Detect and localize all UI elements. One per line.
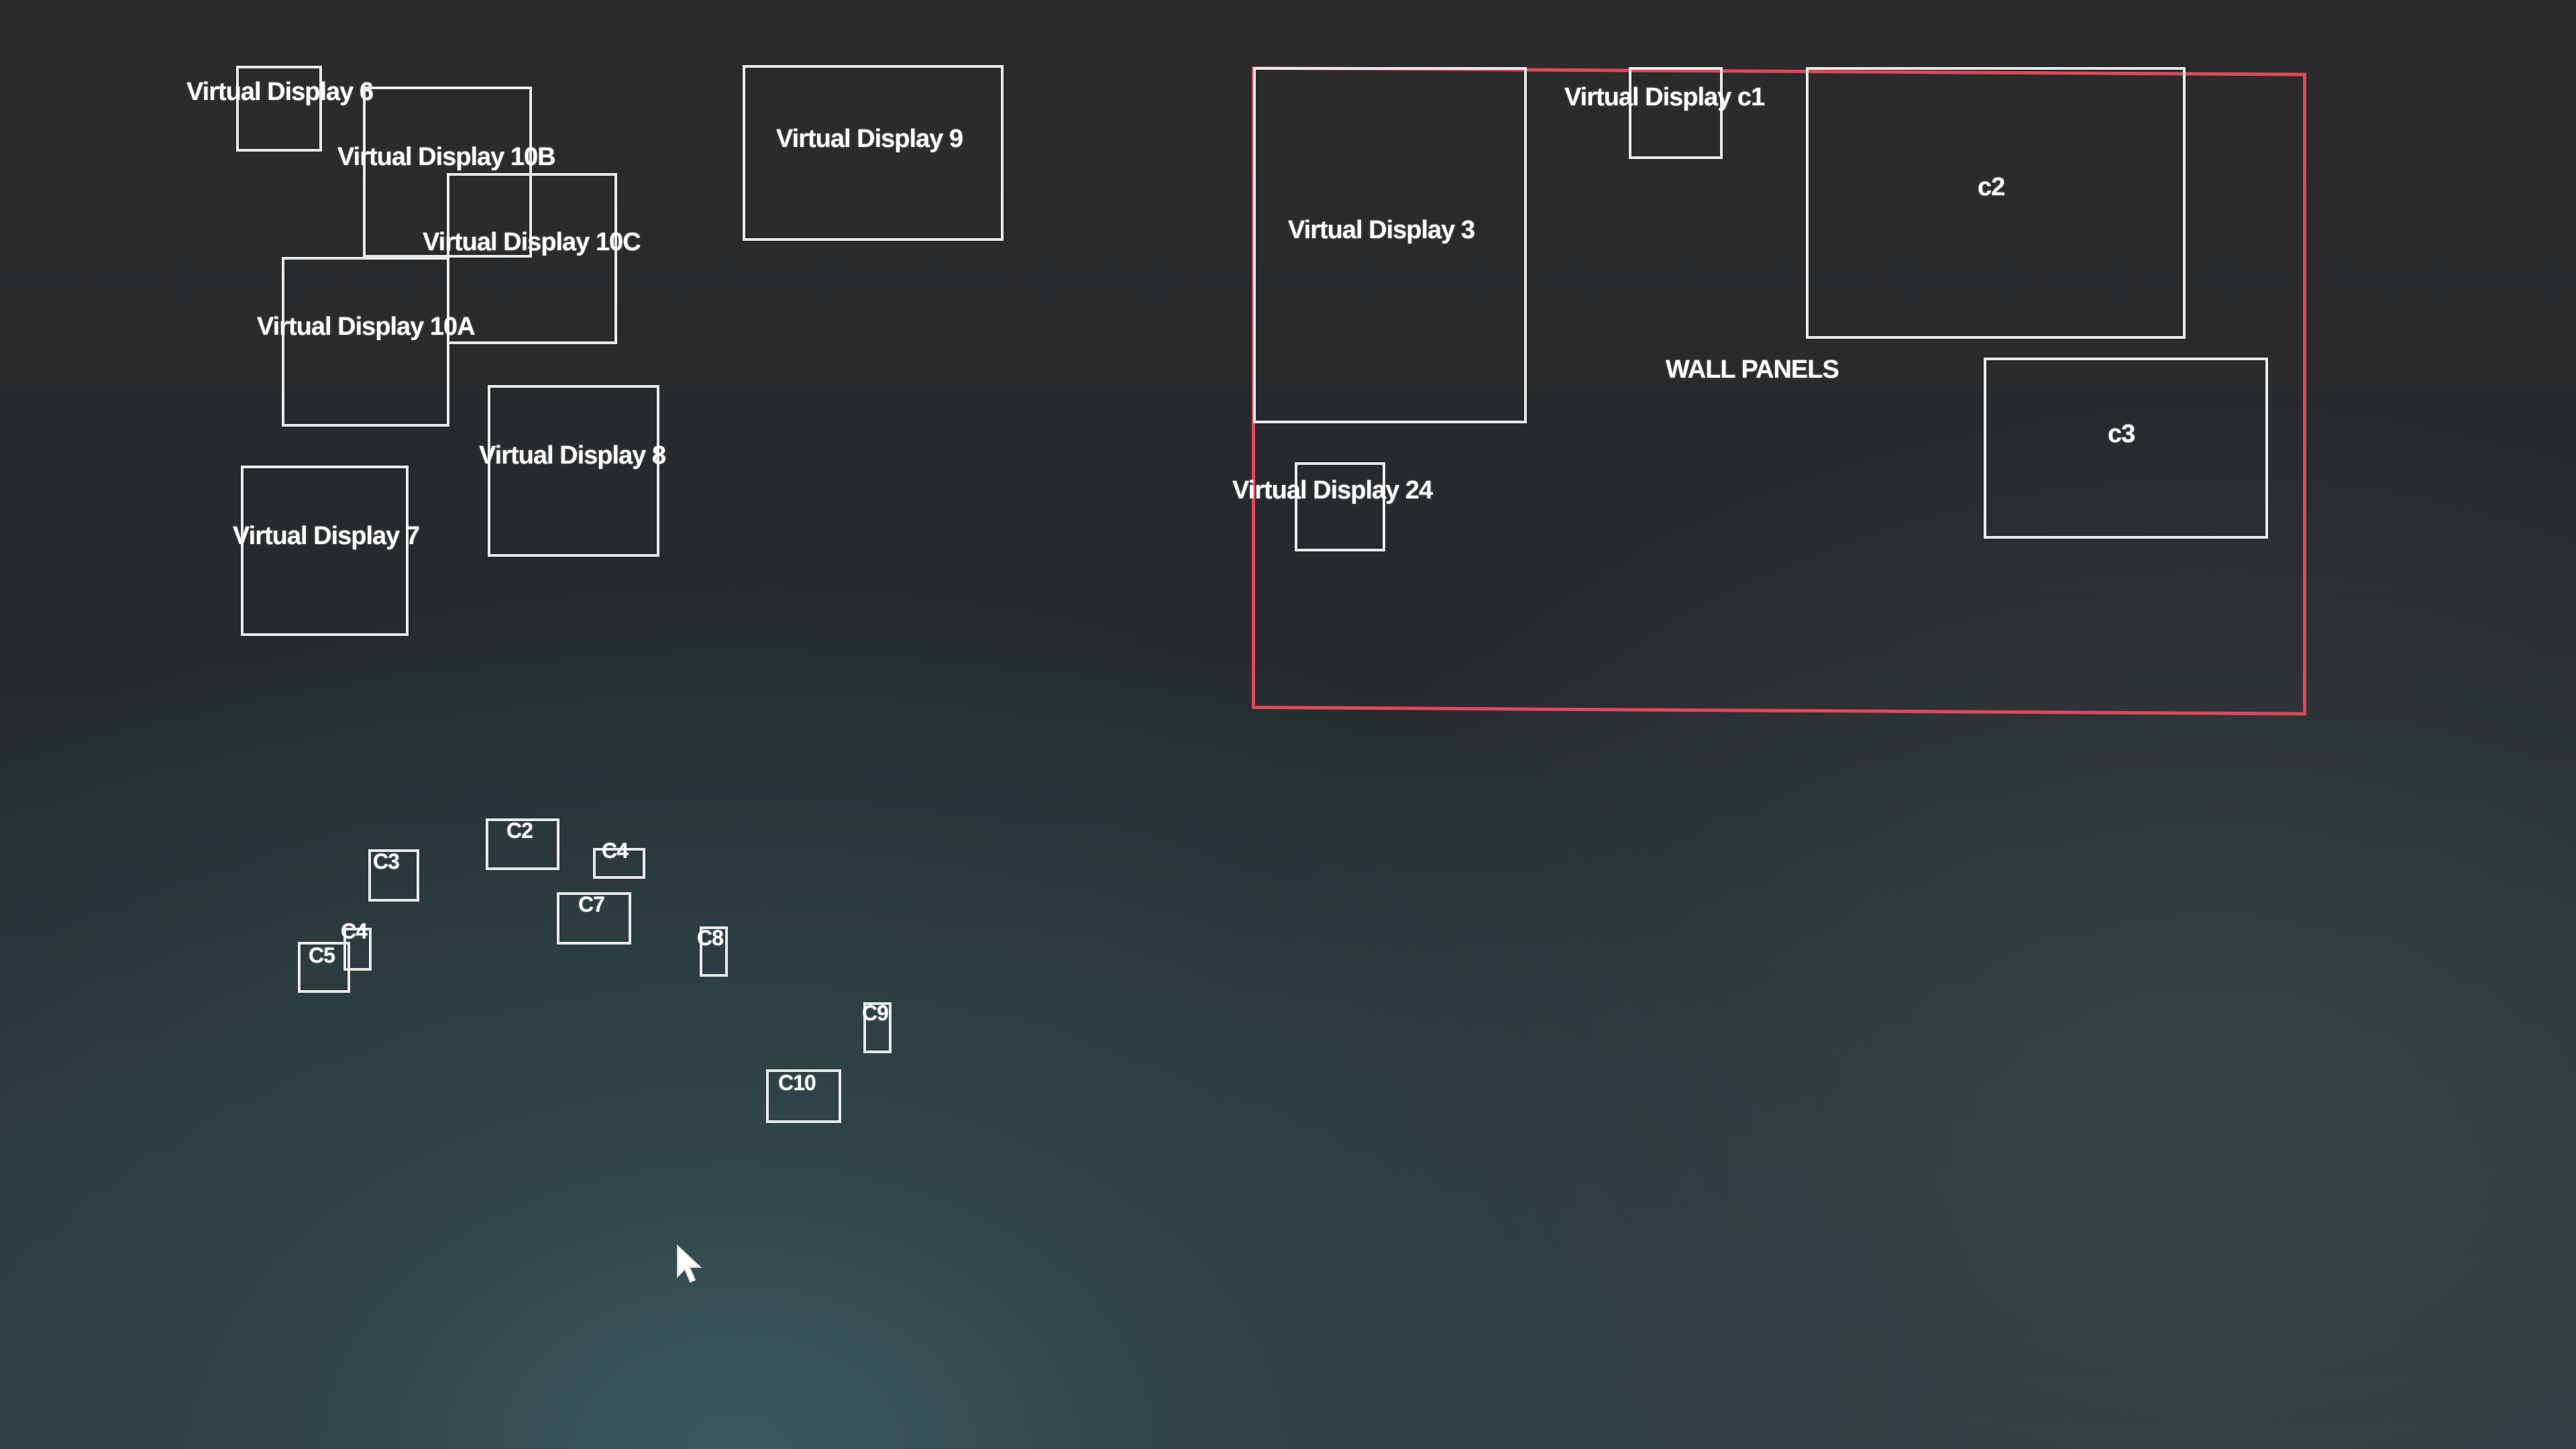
virtual-display-8-label: Virtual Display 8 xyxy=(479,441,666,470)
virtual-display-c1-label: Virtual Display c1 xyxy=(1564,83,1765,111)
virtual-display-3-label: Virtual Display 3 xyxy=(1288,216,1475,244)
virtual-display-10a-label: Virtual Display 10A xyxy=(257,313,476,341)
wall-panel-c2-frame[interactable] xyxy=(1806,67,2186,339)
panel-c7-label: C7 xyxy=(578,892,605,916)
panel-c10-label: C10 xyxy=(778,1071,816,1095)
virtual-display-7-label: Virtual Display 7 xyxy=(233,522,420,550)
virtual-display-9-frame[interactable] xyxy=(743,65,1004,241)
virtual-display-24-label: Virtual Display 24 xyxy=(1232,476,1433,504)
panel-c4-right-frame[interactable] xyxy=(593,848,645,879)
virtual-display-10c-label: Virtual Display 10C xyxy=(423,228,641,256)
virtual-display-7-frame[interactable] xyxy=(241,466,409,636)
virtual-display-3-frame[interactable] xyxy=(1253,67,1527,423)
virtual-display-9-label: Virtual Display 9 xyxy=(776,125,963,153)
panel-c8-frame[interactable] xyxy=(700,926,728,977)
virtual-display-10a-frame[interactable] xyxy=(282,257,449,427)
panel-c5-frame[interactable] xyxy=(298,942,350,993)
panel-c4-left-frame[interactable] xyxy=(343,928,372,971)
virtual-display-6-label: Virtual Display 6 xyxy=(186,78,374,106)
panel-c3-frame[interactable] xyxy=(368,849,419,902)
wall-panel-c2-label: c2 xyxy=(1978,173,2005,201)
panel-c10-frame[interactable] xyxy=(766,1069,841,1123)
panel-c9-label: C9 xyxy=(862,1001,889,1025)
panel-c8-label: C8 xyxy=(697,926,724,950)
virtual-display-c1-frame[interactable] xyxy=(1629,67,1723,159)
panel-c4-left-label: C4 xyxy=(341,919,368,943)
panel-c2-label: C2 xyxy=(506,818,533,843)
virtual-display-24-frame[interactable] xyxy=(1295,462,1385,551)
panel-c5-label: C5 xyxy=(309,943,335,967)
panel-c2-frame[interactable] xyxy=(486,818,559,870)
mouse-pointer-icon xyxy=(677,1244,702,1283)
panel-c7-frame[interactable] xyxy=(557,892,631,945)
virtual-display-6-frame[interactable] xyxy=(236,66,322,152)
wall-panel-c3-frame[interactable] xyxy=(1984,358,2268,539)
panel-c4-right-label: C4 xyxy=(602,839,629,863)
wall-panels-title: WALL PANELS xyxy=(1666,356,1839,384)
virtual-display-10b-label: Virtual Display 10B xyxy=(337,143,556,171)
virtual-display-8-frame[interactable] xyxy=(488,385,659,557)
panel-c9-frame[interactable] xyxy=(863,1002,892,1053)
wall-panel-c3-label: c3 xyxy=(2108,420,2135,448)
panel-c3-label: C3 xyxy=(373,849,400,873)
